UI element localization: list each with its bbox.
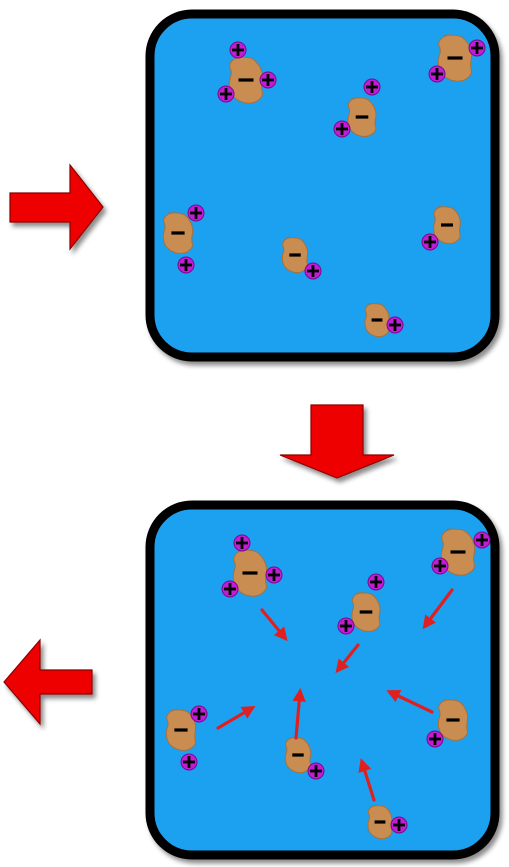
positive-ion-icon <box>304 262 322 280</box>
minus-sign <box>355 115 369 119</box>
water-container <box>145 9 500 362</box>
flow-arrows-layer <box>3 163 395 726</box>
charged-particle <box>367 804 408 840</box>
converging-motion-arrow-icon <box>386 689 434 714</box>
charged-particle <box>337 573 385 635</box>
minus-sign <box>374 820 386 824</box>
charged-particle <box>217 41 277 104</box>
dispersed-suspension-panel <box>145 9 500 362</box>
converging-motion-arrow-icon <box>335 643 360 674</box>
negatively-charged-particle-icon <box>162 212 194 254</box>
converging-motion-arrow-icon <box>422 588 454 630</box>
positive-ion-icon <box>217 85 235 103</box>
positive-ion-icon <box>386 316 404 334</box>
positive-ion-icon <box>390 816 408 834</box>
positive-ion-icon <box>259 71 277 89</box>
aggregating-suspension-panel <box>145 500 500 860</box>
minus-sign <box>238 78 254 82</box>
converging-motion-arrow-icon <box>216 705 256 730</box>
positive-ion-icon <box>190 705 208 723</box>
charged-particle <box>426 699 469 748</box>
positive-ion-icon <box>333 120 351 138</box>
converging-motion-arrow-icon <box>260 608 288 642</box>
charged-particle <box>421 206 461 251</box>
negatively-charged-particle-icon <box>232 549 268 597</box>
positive-ion-icon <box>307 762 325 780</box>
minus-sign <box>450 550 466 554</box>
converging-motion-arrow-icon <box>358 758 376 802</box>
minus-sign <box>447 56 463 60</box>
positive-ion-icon <box>187 204 205 222</box>
minus-sign <box>292 753 304 757</box>
positive-ion-icon <box>468 39 486 57</box>
charged-particle <box>221 534 283 598</box>
positive-ion-icon <box>337 617 355 635</box>
positive-ion-icon <box>177 256 195 274</box>
negatively-charged-particle-icon <box>433 206 461 245</box>
positive-ion-icon <box>233 534 251 552</box>
positive-ion-icon <box>367 573 385 591</box>
negatively-charged-particle-icon <box>364 302 390 338</box>
positive-ion-icon <box>431 557 449 575</box>
negatively-charged-particle-icon <box>347 97 377 137</box>
positive-ion-icon <box>363 78 381 96</box>
converging-motion-arrow-icon <box>292 687 306 740</box>
minus-sign <box>371 318 383 322</box>
minus-sign <box>242 571 258 575</box>
red-block-arrow-left-icon <box>3 638 93 726</box>
positive-ion-icon <box>473 531 491 549</box>
negatively-charged-particle-icon <box>437 699 469 741</box>
charged-particle <box>428 34 486 83</box>
negatively-charged-particle-icon <box>351 592 381 632</box>
red-block-arrow-down-icon <box>279 404 395 479</box>
positive-ion-icon <box>421 233 439 251</box>
minus-sign <box>289 253 301 257</box>
positive-ion-icon <box>265 566 283 584</box>
charged-particle <box>431 528 491 576</box>
negatively-charged-particle-icon <box>228 56 264 104</box>
charged-particle <box>165 705 208 771</box>
charged-particle <box>284 736 325 780</box>
charged-particle <box>162 204 205 274</box>
positive-ion-icon <box>229 41 247 59</box>
positive-ion-icon <box>426 730 444 748</box>
minus-sign <box>171 231 185 235</box>
charged-particle <box>333 78 381 138</box>
panels-layer <box>145 9 500 860</box>
positive-ion-icon <box>221 580 239 598</box>
negatively-charged-particle-icon <box>281 236 309 274</box>
negatively-charged-particle-icon <box>440 528 476 576</box>
charged-particle <box>281 236 322 280</box>
minus-sign <box>174 728 188 732</box>
negatively-charged-particle-icon <box>367 804 393 840</box>
minus-sign <box>441 223 453 227</box>
minus-sign <box>446 718 460 722</box>
minus-sign <box>359 610 373 614</box>
red-block-arrow-right-icon <box>9 163 104 251</box>
charged-particle <box>364 302 404 338</box>
positive-ion-icon <box>180 753 198 771</box>
negatively-charged-particle-icon <box>284 736 312 774</box>
positive-ion-icon <box>428 65 446 83</box>
